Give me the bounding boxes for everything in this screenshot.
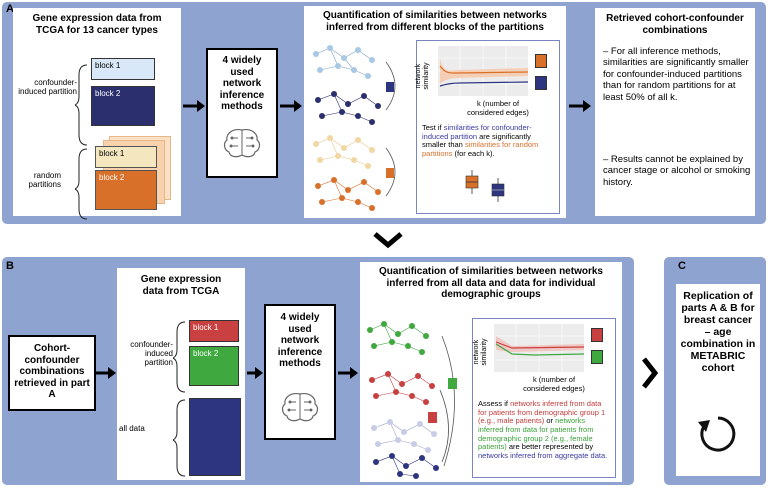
b-assess-red: networks inferred from data for patients… <box>478 399 606 426</box>
a-test-blue: similarities for confounder-induced part… <box>422 123 532 141</box>
b-legend-green <box>591 350 603 364</box>
b-network-graphs <box>367 321 457 479</box>
b-chart-ylabel: network similarity <box>472 338 488 366</box>
b-all-label: all data <box>119 424 145 433</box>
a-methods-box: 4 widely used network inference methods <box>206 48 278 178</box>
c-box: Replication of parts A & B for breast ca… <box>676 284 760 476</box>
b-data-title: Gene expression data from TCGA <box>140 274 222 297</box>
b-block2: block 2 <box>189 346 239 386</box>
a-confounder-label: confounder-induced partition <box>18 78 77 97</box>
panel-b-letter: B <box>6 260 14 272</box>
a-methods-title: 4 widely used network inference methods <box>219 55 265 112</box>
chevron-right-icon <box>642 357 659 389</box>
chevron-down-icon <box>373 232 403 249</box>
b-arrow-1 <box>96 367 116 379</box>
a-test-orange: similarities for random partitions <box>422 140 539 158</box>
b-arrow-2 <box>247 367 263 379</box>
a-random-block1: block 1 <box>95 146 157 168</box>
refresh-cycle-icon <box>698 416 736 452</box>
b-assess-blue: networks inferred from aggregate data. <box>478 450 608 460</box>
a-result-box: Retrieved cohort-confounder combinations… <box>595 8 755 216</box>
b-block1: block 1 <box>189 320 239 342</box>
a-quant-box: Quantification of similarities between n… <box>304 6 566 218</box>
b-assess-or: or <box>544 416 556 426</box>
b-quant-title: Quantification of similarities between n… <box>379 266 603 300</box>
b-confounder-label: confounder-induced partition <box>130 340 173 368</box>
b-assess-prefix: Assess if <box>478 399 511 408</box>
a-arrow-1 <box>183 100 205 112</box>
b-data-box: Gene expression data from TCGA confounde… <box>117 268 245 480</box>
a-network-graphs <box>313 45 396 211</box>
a-test-suffix: (for each k). <box>452 148 495 158</box>
a-result-title: Retrieved cohort-confounder combinations <box>606 13 744 36</box>
b-methods-box: 4 widely used network inference methods <box>264 304 336 440</box>
a-random-block2: block 2 <box>95 170 157 210</box>
a-data-title: Gene expression data from TCGA for 13 ca… <box>32 13 162 36</box>
c-title: Replication of parts A & B for breast ca… <box>680 290 756 375</box>
b-all-data-block <box>189 398 241 476</box>
a-quant-title: Quantification of similarities between n… <box>323 10 547 33</box>
a-result-bullet-2: – Results cannot be explained by cancer … <box>603 154 751 188</box>
b-cohort-title: Cohort-confounder combinations retrieved… <box>14 343 90 400</box>
b-braces <box>173 321 186 477</box>
a-similarity-chart <box>438 46 528 96</box>
a-chart-panel <box>416 40 560 214</box>
b-cohort-box: Cohort-confounder combinations retrieved… <box>8 335 96 411</box>
b-assess-mid: are better represented by <box>506 442 594 452</box>
brain-circuit-icon <box>223 129 261 158</box>
b-legend-red <box>591 328 603 342</box>
b-similarity-chart <box>494 324 584 372</box>
a-data-box: Gene expression data from TCGA for 13 ca… <box>13 8 181 220</box>
a-test-mid: are significantly smaller than <box>422 131 531 150</box>
a-legend-navy <box>535 76 547 90</box>
brain-circuit-icon <box>281 393 319 422</box>
b-methods-title: 4 widely used network inference methods <box>277 312 323 369</box>
a-boxplots <box>465 170 505 202</box>
panel-c-letter: C <box>678 260 686 272</box>
b-assess-text: Assess if networks inferred from data fo… <box>478 399 610 460</box>
a-chart-xlabel: k (number of considered edges) <box>467 99 529 117</box>
a-result-bullet-1: – For all inference methods, similaritie… <box>603 46 749 103</box>
a-braces <box>75 64 88 220</box>
a-legend-orange <box>535 54 547 68</box>
a-arrow-2 <box>280 100 302 112</box>
b-assess-green: networks inferred from data for patients… <box>478 416 594 452</box>
b-arrow-3 <box>338 367 358 379</box>
a-block2: block 2 <box>91 86 155 126</box>
b-chart-xlabel: k (number of considered edges) <box>523 375 585 393</box>
b-quant-box: Quantification of similarities between n… <box>360 262 622 482</box>
a-arrow-3 <box>569 100 591 112</box>
a-chart-ylabel: network similarity <box>414 62 430 90</box>
a-test-text: Test if similarities for confounder-indu… <box>422 123 554 159</box>
panel-a-letter: A <box>6 3 14 15</box>
a-block1: block 1 <box>91 58 155 80</box>
a-random-label: random partitions <box>28 171 61 190</box>
a-test-prefix: Test if <box>422 123 444 132</box>
b-chart-panel <box>472 318 616 478</box>
